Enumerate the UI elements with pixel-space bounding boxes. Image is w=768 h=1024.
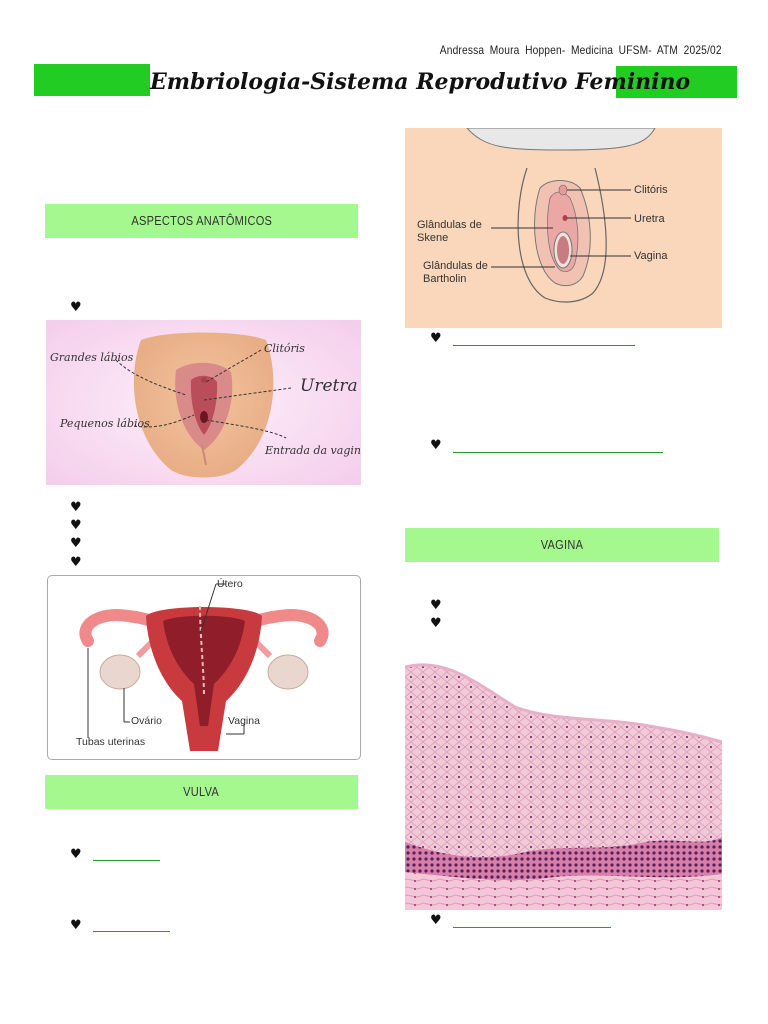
bullet: ♥: [430, 616, 442, 631]
blank-line: [93, 860, 160, 861]
bullet: ♥: [70, 300, 82, 315]
bullet: ♥: [430, 913, 442, 928]
bullet: ♥: [70, 555, 82, 570]
label-pequenos-labios: Pequenos lábios: [60, 417, 150, 430]
histology-illustration: [405, 663, 722, 910]
title-bar-left: [34, 64, 150, 96]
section-vulva: VULVA: [45, 775, 358, 809]
blank-line: [453, 345, 635, 346]
label-entrada-vagina: Entrada da vagina: [265, 444, 361, 457]
figure-glands: Clitóris Uretra Glândulas de Skene Vagin…: [405, 128, 722, 328]
vulva-external-illustration: [46, 320, 361, 485]
bullet: ♥: [70, 518, 82, 533]
figure-histology: [405, 652, 722, 910]
bullet: ♥: [430, 598, 442, 613]
label-grandes-labios: Grandes lábios: [50, 351, 134, 364]
label-bartholin: Glândulas de Bartholin: [423, 260, 488, 285]
section-vagina-label: VAGINA: [540, 537, 584, 552]
label-vagina-glands: Vagina: [634, 250, 668, 262]
label-clitoris-glands: Clitóris: [634, 184, 668, 196]
section-vagina: VAGINA: [405, 528, 719, 562]
label-vagina-uterus: Vagina: [228, 715, 260, 727]
label-skene: Glândulas de Skene: [417, 219, 482, 244]
blank-line: [453, 452, 663, 453]
author-line: Andressa Moura Hoppen- Medicina UFSM- AT…: [440, 43, 722, 57]
bullet: ♥: [70, 536, 82, 551]
bullet: ♥: [430, 438, 442, 453]
bullet: ♥: [70, 847, 82, 862]
glands-illustration: [405, 128, 722, 328]
blank-line: [453, 927, 611, 928]
bullet: ♥: [430, 331, 442, 346]
bullet: ♥: [70, 918, 82, 933]
bullet: ♥: [70, 500, 82, 515]
title-bar-right: [616, 66, 737, 98]
figure-uterus: Útero Ovário Vagina Tubas uterinas: [47, 575, 361, 760]
section-vulva-label: VULVA: [183, 784, 220, 799]
section-aspectos-anatomicos: ASPECTOS ANATÔMICOS: [45, 204, 358, 238]
label-clitoris: Clitóris: [264, 342, 305, 355]
section-aspectos-label: ASPECTOS ANATÔMICOS: [131, 213, 272, 228]
label-ovario: Ovário: [131, 715, 162, 727]
figure-vulva-external: Grandes lábios Clitóris Uretra Pequenos …: [46, 320, 361, 485]
label-uretra: Uretra: [300, 376, 358, 396]
uterus-illustration: [79, 583, 329, 751]
label-utero: Útero: [217, 578, 243, 590]
page-title: Embriologia-Sistema Reprodutivo Feminino: [150, 69, 691, 95]
label-uretra-glands: Uretra: [634, 213, 665, 225]
label-tubas-uterinas: Tubas uterinas: [76, 736, 146, 748]
blank-line: [93, 931, 170, 932]
